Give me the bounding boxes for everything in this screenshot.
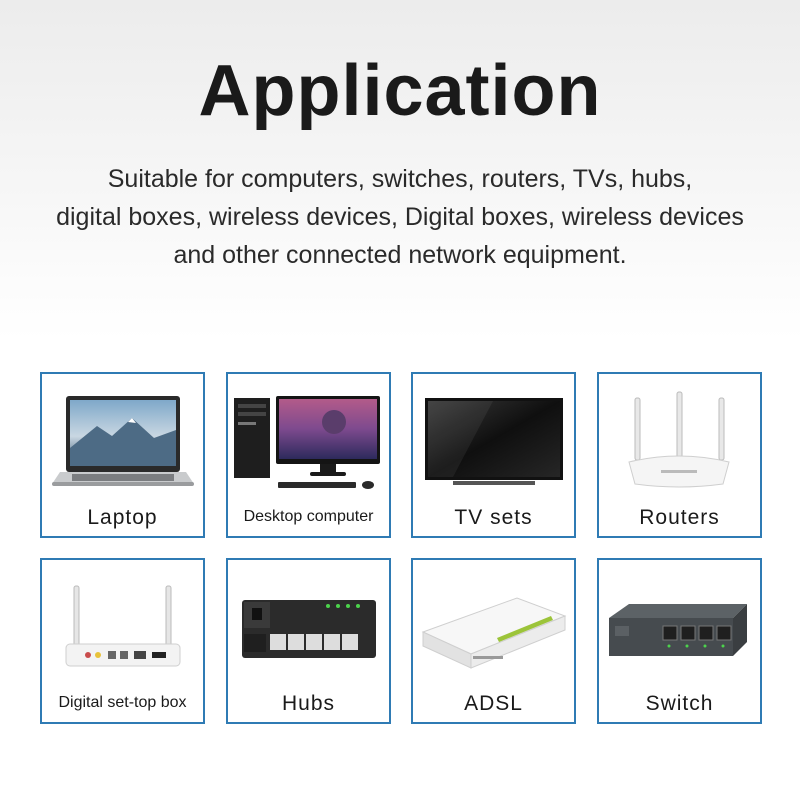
switch-icon [609,604,747,656]
card-label: Hubs [281,692,336,715]
card-label: ADSL [464,692,523,715]
description: Suitable for computers, switches, router… [0,160,800,274]
description-line: and other connected network equipment. [173,241,627,269]
card-desktop-computer: Desktop computer [226,372,391,538]
card-label: Routers [639,506,720,529]
card-adsl: ADSL [411,558,576,724]
card-routers: Routers [597,372,762,538]
card-label: Switch [645,692,714,715]
desktop-computer-icon [234,396,380,489]
adsl-modem-icon [421,597,567,669]
description-line: Suitable for computers, switches, router… [107,165,693,193]
set-top-box-icon [65,585,181,667]
description-line: digital boxes, wireless devices, Digital… [56,203,744,231]
card-label: Digital set-top box [58,694,187,711]
page-title: Application [198,51,602,131]
card-digital-set-top-box: Digital set-top box [40,558,205,724]
router-icon [628,391,730,488]
tv-icon [425,398,563,485]
card-laptop: Laptop [40,372,205,538]
card-tv-sets: TV sets [411,372,576,538]
card-label: Desktop computer [243,508,374,525]
card-label: TV sets [454,506,533,529]
card-hubs: Hubs [226,558,391,724]
laptop-icon [52,396,194,486]
card-switch: Switch [597,558,762,724]
hub-icon [242,600,376,658]
application-grid: Laptop Desktop computer [40,372,765,728]
card-label: Laptop [87,506,158,529]
